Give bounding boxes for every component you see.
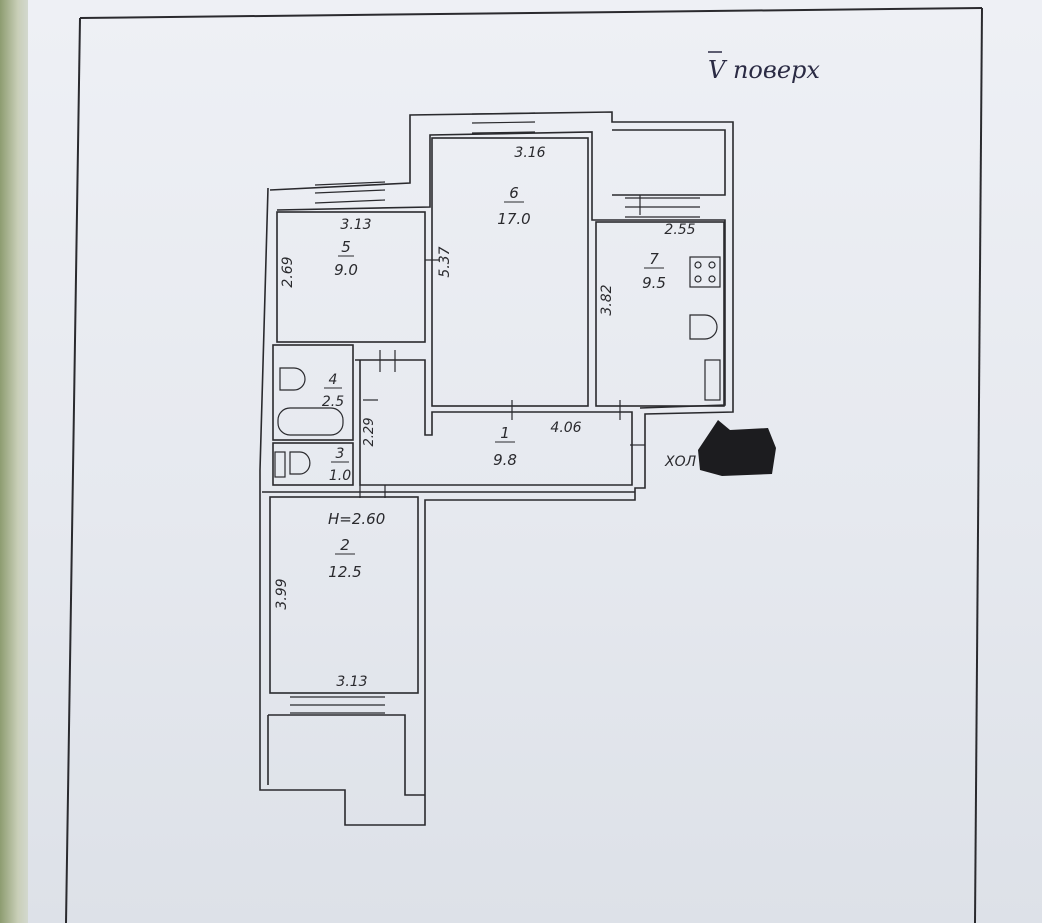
window-room6 xyxy=(471,112,536,134)
room4-walls xyxy=(272,344,354,441)
room3-walls xyxy=(272,442,354,486)
walls xyxy=(259,111,734,826)
room6-number: 6 xyxy=(509,184,519,202)
room2-number: 2 xyxy=(340,536,350,554)
window-room2 xyxy=(290,696,385,714)
room1-area: 9.8 xyxy=(493,451,517,469)
room7-number: 7 xyxy=(649,250,659,268)
room5-area: 9.0 xyxy=(334,261,358,279)
room4-number: 4 xyxy=(329,372,338,388)
dim-room2-width: 3.13 xyxy=(336,674,367,690)
stove-icon xyxy=(689,256,721,288)
dim-room6-depth: 5.37 xyxy=(437,246,453,277)
windows xyxy=(290,112,700,714)
sink-icon xyxy=(279,367,306,391)
room3-number: 3 xyxy=(336,446,345,462)
dimension-labels: 3.13 2.69 3.16 5.37 2.55 3.82 4.06 2.29 … xyxy=(274,145,696,690)
dim-room5-depth: 2.69 xyxy=(280,256,296,287)
room4-area: 2.5 xyxy=(322,394,344,410)
floor-note: V поверх xyxy=(708,56,820,84)
toilet-tank-icon xyxy=(274,451,286,478)
dim-room2-depth: 3.99 xyxy=(274,578,290,609)
kitchen-sink-icon xyxy=(689,314,718,340)
room-labels: 5 9.0 6 17.0 7 9.5 4 2.5 3 1.0 1 9.8 2 1… xyxy=(322,184,666,581)
room2-area: 12.5 xyxy=(328,563,361,581)
ceiling-height: H=2.60 xyxy=(328,510,385,528)
redaction-mark xyxy=(698,420,776,476)
frame-left xyxy=(65,17,81,923)
fixtures xyxy=(274,256,721,478)
room5-number: 5 xyxy=(341,238,351,256)
room7-area: 9.5 xyxy=(642,274,666,292)
dim-room6-width: 3.16 xyxy=(514,145,545,161)
balcony-bottom xyxy=(268,714,425,796)
hall-walls xyxy=(355,359,633,486)
frame-top xyxy=(79,7,983,19)
redacted-label: ХОЛ xyxy=(664,454,697,470)
door-marks xyxy=(359,195,645,498)
room6-walls xyxy=(431,137,589,407)
window-room5 xyxy=(314,181,386,204)
room6-area: 17.0 xyxy=(497,210,530,228)
room7-walls xyxy=(595,221,725,407)
room3-area: 1.0 xyxy=(329,468,351,484)
room1-number: 1 xyxy=(500,424,510,442)
radiator-icon xyxy=(704,359,721,401)
balcony-top xyxy=(612,129,726,196)
outer-wall-inner xyxy=(276,131,726,409)
bathtub-icon xyxy=(277,407,344,436)
frame-right xyxy=(974,7,983,923)
outer-wall xyxy=(259,111,734,826)
room5-walls xyxy=(276,211,426,343)
dim-room5-width: 3.13 xyxy=(340,217,371,233)
dim-room7-depth: 3.82 xyxy=(599,284,615,315)
toilet-icon xyxy=(289,451,311,475)
room2-walls xyxy=(269,496,419,694)
dim-room7-width: 2.55 xyxy=(664,222,695,238)
dim-bath-depth: 2.29 xyxy=(362,418,377,447)
redaction: ХОЛ xyxy=(664,420,776,476)
window-room7 xyxy=(625,197,700,218)
paper-sheet xyxy=(28,0,1042,923)
dim-hall-length: 4.06 xyxy=(550,420,581,436)
